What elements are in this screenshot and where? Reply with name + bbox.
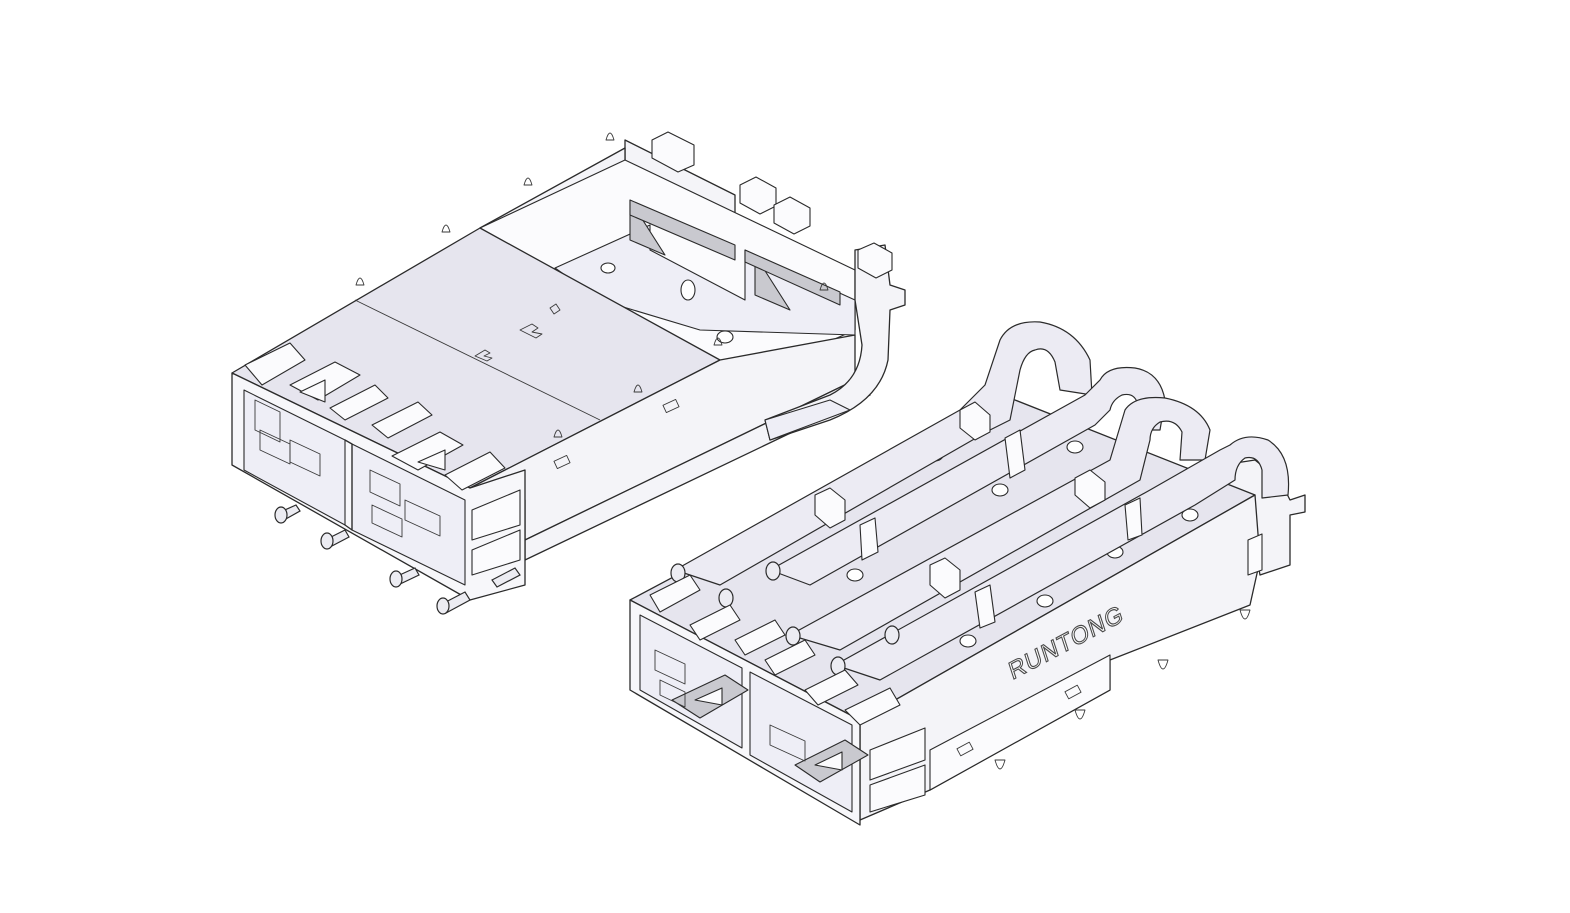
light-pipe-4 xyxy=(834,436,1290,681)
cage-port-divider xyxy=(344,439,353,531)
cage2-rear-tab xyxy=(1247,533,1263,576)
cage2-wall-step xyxy=(929,654,1111,791)
cage-floor-hole-3 xyxy=(716,330,734,344)
cage-cover-tab-1 xyxy=(519,323,543,339)
cage-wall-slot-2 xyxy=(662,398,680,414)
cage-cover-seam xyxy=(354,299,601,421)
cage2-triangle-2 xyxy=(814,751,843,771)
cage-top-pegs xyxy=(355,132,829,438)
cage2-side-tab-1 xyxy=(869,727,926,781)
cage-top-view xyxy=(231,131,906,615)
cage-triangle-mark-2 xyxy=(417,449,446,471)
cage-floor-hole-1 xyxy=(600,262,616,274)
cage-cover-tab-3 xyxy=(549,303,561,315)
cage2-side-tab-2 xyxy=(869,764,926,813)
cage-side-tab-1 xyxy=(471,489,521,541)
cage-floor-hole-2 xyxy=(680,279,696,301)
cage-rear-tab-1 xyxy=(651,131,695,173)
cage2-wall-slot-1 xyxy=(956,741,974,757)
light-pipe-3 xyxy=(789,396,1211,651)
cage-triangle-mark-1 xyxy=(299,379,326,403)
cage-bottom-view: RUNTONG xyxy=(629,321,1306,826)
cage-side-tab-2 xyxy=(471,529,521,576)
cage2-front-flaps xyxy=(649,574,901,726)
cage-brace-band-2 xyxy=(744,249,841,306)
cage-rear-tail xyxy=(764,244,906,441)
cage2-pipe-clips xyxy=(814,401,1143,629)
cage2-port-left xyxy=(639,614,743,749)
cage-brace-band xyxy=(629,199,736,261)
cage-cover-tab-2 xyxy=(474,349,493,362)
light-pipe-1 xyxy=(674,321,1093,586)
light-pipe-tip-5 xyxy=(718,588,734,608)
cage2-bottom-pegs xyxy=(994,609,1251,770)
cage-rear-tab-3 xyxy=(773,196,811,235)
cage-wall-slot-1 xyxy=(553,454,571,470)
cage-rear-tab-4 xyxy=(857,242,893,279)
cage2-wall-slot-2 xyxy=(1064,684,1082,700)
cage-tail-inner xyxy=(764,399,851,441)
cage-port-fingers xyxy=(254,399,441,538)
cage2-port-fingers xyxy=(654,649,806,762)
light-pipe-tip-6 xyxy=(884,625,900,645)
cage-front-flaps xyxy=(244,342,506,491)
cage-rear-tab-2 xyxy=(739,176,777,215)
cage2-triangle-1 xyxy=(694,687,723,706)
cage-pins xyxy=(274,504,521,615)
